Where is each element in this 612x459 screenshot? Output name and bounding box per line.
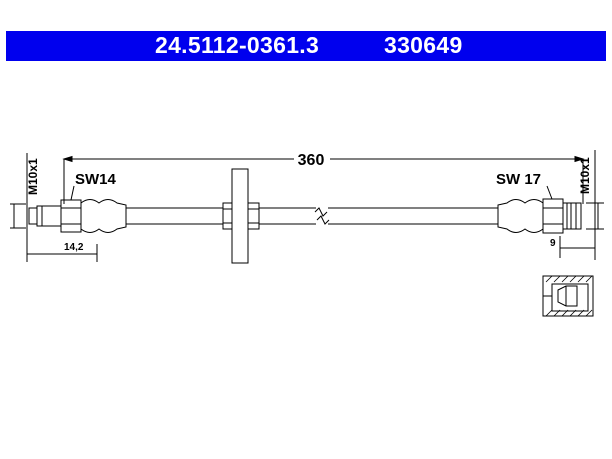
hose-break-mark xyxy=(314,207,328,217)
sw14-leader xyxy=(70,185,75,201)
seat-detail-hatching xyxy=(545,275,593,317)
title-bar: 24.5112-0361.3 330649 xyxy=(6,31,606,61)
right-thread-body xyxy=(562,202,582,230)
seat-detail-fitting xyxy=(557,285,578,307)
right-offset-label: 9 xyxy=(550,238,556,249)
right-ferrule xyxy=(497,199,544,233)
left-thread-tip xyxy=(28,207,38,225)
left-wrench-label: SW14 xyxy=(75,171,117,188)
mounting-bracket xyxy=(231,168,249,264)
length-arrow-left xyxy=(62,155,73,163)
length-arrow-right xyxy=(574,155,585,163)
reference-number: 330649 xyxy=(384,32,463,58)
left-offset-label: 14,2 xyxy=(64,242,84,253)
left-hex-nut xyxy=(60,199,82,233)
part-number: 24.5112-0361.3 xyxy=(155,32,320,58)
hose-break-mark-2 xyxy=(316,215,330,225)
left-ferrule xyxy=(80,199,127,233)
length-label: 360 xyxy=(298,152,325,169)
right-wrench-label: SW 17 xyxy=(496,171,541,188)
right-thread-label: M10x1 xyxy=(578,157,592,194)
left-thread-label: M10x1 xyxy=(26,158,40,195)
sw17-leader xyxy=(546,185,553,200)
left-thread xyxy=(36,205,62,227)
right-hex-nut xyxy=(542,198,564,234)
